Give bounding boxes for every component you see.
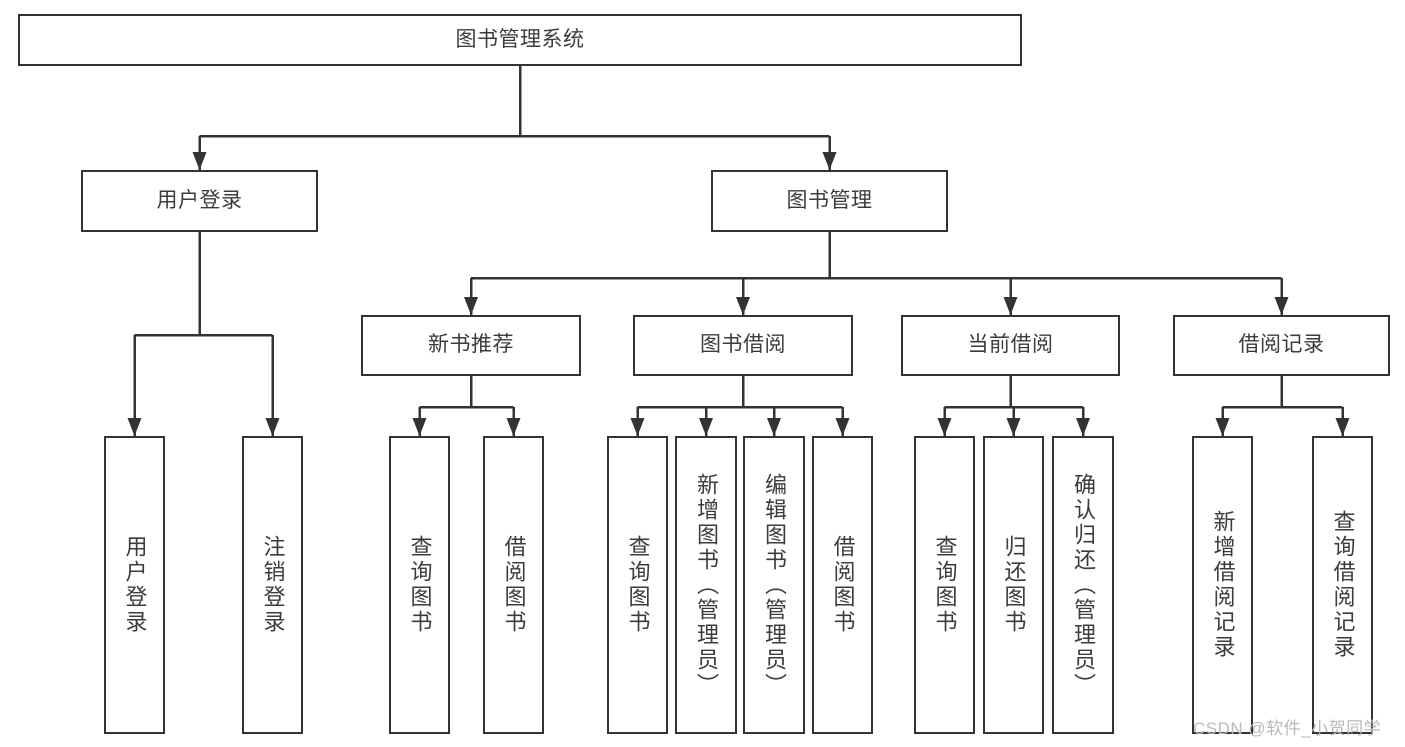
conn-current-borrow-arrow-leaf-cb-query-book	[937, 418, 952, 436]
conn-new-book-rec-arrow-leaf-rec-borrow-book	[506, 418, 521, 436]
node-label: 编辑图书（管理员）	[762, 472, 787, 698]
conn-book-manage-arrow-current-borrow	[1003, 297, 1018, 315]
node-label: 新增借阅记录	[1210, 510, 1236, 660]
conn-book-manage-arrow-book-borrow	[736, 297, 750, 315]
node-book-manage[interactable]: 图书管理	[711, 170, 948, 232]
node-current-borrow[interactable]: 当前借阅	[901, 315, 1120, 376]
node-user-login[interactable]: 用户登录	[81, 170, 318, 232]
conn-current-borrow-arrow-leaf-cb-confirm-return	[1076, 418, 1090, 436]
node-leaf-br-add-record[interactable]: 新增借阅记录	[1192, 436, 1253, 734]
conn-user-login-arrow-leaf-user-login	[127, 418, 142, 436]
conn-user-login-arrow-leaf-user-logout	[265, 418, 280, 436]
conn-borrow-record-arrow-leaf-br-query-record	[1335, 418, 1350, 436]
node-leaf-bb-add-book[interactable]: 新增图书（管理员）	[675, 436, 737, 734]
node-label: 借阅图书	[830, 535, 856, 635]
node-leaf-br-query-record[interactable]: 查询借阅记录	[1312, 436, 1373, 734]
node-label: 借阅记录	[1238, 333, 1325, 357]
node-label: 查询借阅记录	[1330, 510, 1356, 660]
node-leaf-bb-query-book[interactable]: 查询图书	[607, 436, 668, 734]
node-new-book-rec[interactable]: 新书推荐	[361, 315, 581, 376]
conn-borrow-record-arrow-leaf-br-add-record	[1215, 418, 1230, 436]
node-leaf-cb-return-book[interactable]: 归还图书	[983, 436, 1044, 734]
node-leaf-bb-edit-book[interactable]: 编辑图书（管理员）	[743, 436, 805, 734]
node-label: 图书管理系统	[455, 27, 585, 51]
node-label: 新增图书（管理员）	[694, 472, 719, 698]
conn-book-manage-arrow-borrow-record	[1274, 297, 1289, 315]
node-label: 新书推荐	[428, 333, 514, 357]
node-label: 查询图书	[407, 535, 433, 635]
node-borrow-record[interactable]: 借阅记录	[1173, 315, 1390, 376]
node-label: 用户登录	[122, 535, 148, 635]
node-label: 当前借阅	[967, 333, 1054, 357]
node-label: 注销登录	[260, 535, 286, 635]
node-label: 归还图书	[1001, 535, 1027, 635]
node-leaf-bb-borrow-book[interactable]: 借阅图书	[812, 436, 873, 734]
node-label: 用户登录	[156, 188, 243, 212]
node-leaf-cb-query-book[interactable]: 查询图书	[914, 436, 975, 734]
node-leaf-cb-confirm-return[interactable]: 确认归还（管理员）	[1052, 436, 1114, 734]
conn-new-book-rec-arrow-leaf-rec-query-book	[412, 418, 427, 436]
node-leaf-rec-query-book[interactable]: 查询图书	[389, 436, 450, 734]
conn-book-borrow-arrow-leaf-bb-edit-book	[767, 418, 781, 436]
node-leaf-rec-borrow-book[interactable]: 借阅图书	[483, 436, 544, 734]
node-label: 图书借阅	[700, 333, 786, 357]
conn-book-borrow-arrow-leaf-bb-query-book	[630, 418, 645, 436]
conn-book-manage-arrow-new-book-rec	[464, 297, 478, 315]
conn-root-arrow-user-login	[192, 152, 207, 170]
node-root[interactable]: 图书管理系统	[18, 14, 1022, 66]
node-label: 确认归还（管理员）	[1071, 472, 1096, 698]
conn-root-arrow-book-manage	[822, 152, 837, 170]
conn-current-borrow-arrow-leaf-cb-return-book	[1006, 418, 1021, 436]
node-label: 借阅图书	[501, 535, 527, 635]
node-leaf-user-login[interactable]: 用户登录	[104, 436, 165, 734]
node-book-borrow[interactable]: 图书借阅	[633, 315, 853, 376]
node-label: 查询图书	[625, 535, 651, 635]
node-leaf-user-logout[interactable]: 注销登录	[242, 436, 303, 734]
conn-book-borrow-arrow-leaf-bb-borrow-book	[835, 418, 850, 436]
node-label: 图书管理	[786, 188, 873, 212]
node-label: 查询图书	[932, 535, 958, 635]
conn-book-borrow-arrow-leaf-bb-add-book	[699, 418, 713, 436]
